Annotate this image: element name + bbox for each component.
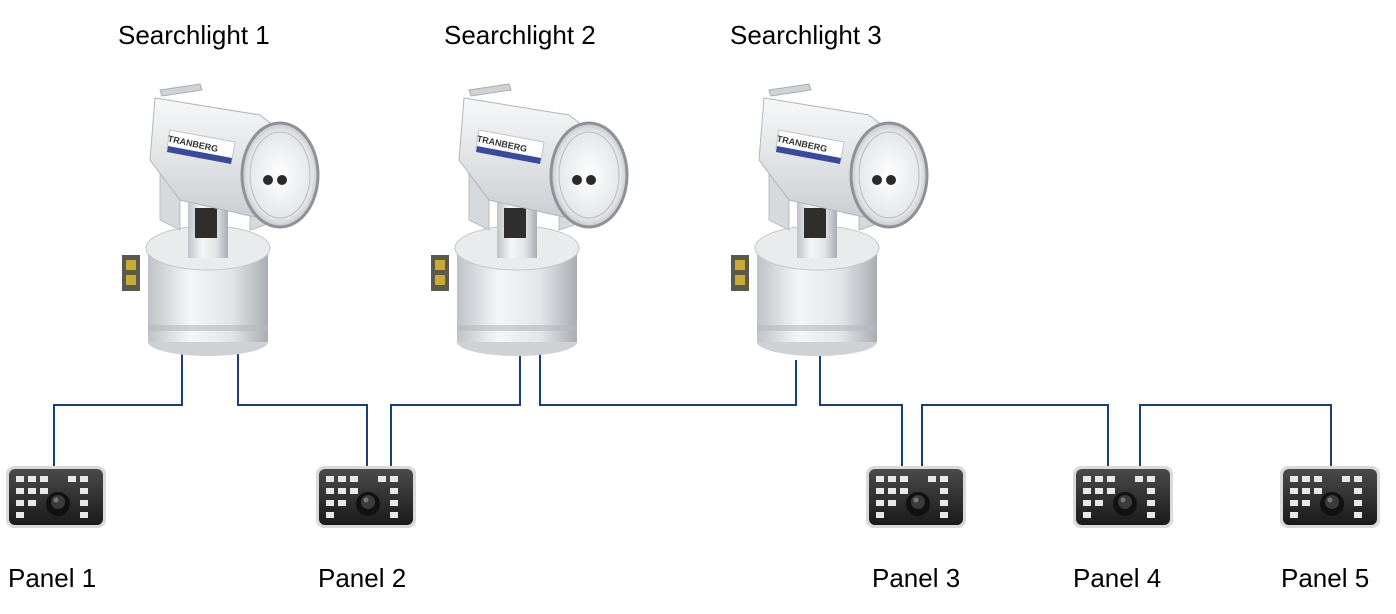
control-panel-icon-5 xyxy=(1280,466,1380,528)
searchlight-icon xyxy=(120,82,320,358)
control-panel-icon-3 xyxy=(866,466,966,528)
cable-sl1-panel2 xyxy=(237,352,368,470)
searchlight-1: TRANBERG xyxy=(120,82,320,358)
searchlight-2: TRANBERG xyxy=(429,82,629,358)
panel-2-label: Panel 2 xyxy=(318,563,407,593)
panel-4-label: Panel 4 xyxy=(1073,563,1162,593)
panel-1-label: Panel 1 xyxy=(8,563,97,593)
control-panel-icon-2 xyxy=(316,466,416,528)
cable-sl2-panel2 xyxy=(390,352,521,470)
panel-5-label: Panel 5 xyxy=(1281,563,1370,593)
cable-panel3-panel4 xyxy=(921,404,1109,470)
cable-lines xyxy=(53,352,1332,470)
searchlight-3-label: Searchlight 3 xyxy=(730,20,882,50)
searchlight-3: TRANBERG xyxy=(729,82,929,358)
panel-3-label: Panel 3 xyxy=(872,563,961,593)
searchlight-2-label: Searchlight 2 xyxy=(444,20,596,50)
searchlight-1-label: Searchlight 1 xyxy=(118,20,270,50)
cable-panel4-panel5 xyxy=(1139,404,1332,470)
searchlight-icon xyxy=(729,82,929,358)
cable-sl3-panel3 xyxy=(819,352,903,470)
cable-sl2-panel3 xyxy=(539,352,797,406)
control-panel-icon-1 xyxy=(6,466,106,528)
searchlight-icon xyxy=(429,82,629,358)
control-panel-icon-4 xyxy=(1073,466,1173,528)
cable-sl1-panel1 xyxy=(53,352,183,470)
